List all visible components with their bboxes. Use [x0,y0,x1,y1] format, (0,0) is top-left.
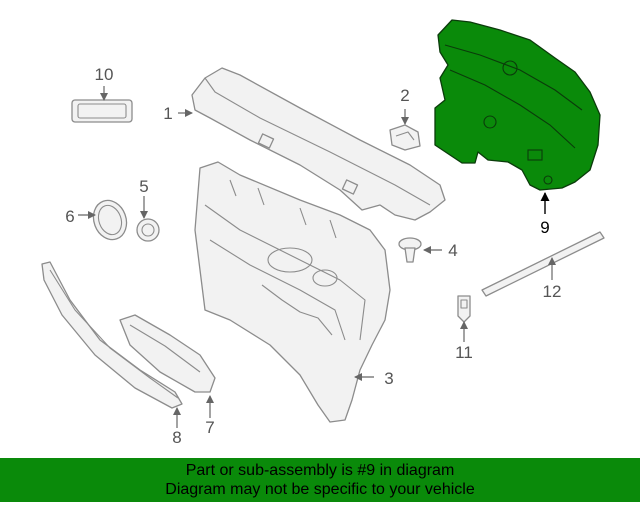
part-3-door-panel [194,161,391,423]
callout-1: 1 [163,104,172,123]
part-7-armrest-pad [119,314,216,393]
part-1-upper-trim [191,67,446,221]
part-2-clip [389,124,421,151]
info-banner: Part or sub-assembly is #9 in diagram Di… [0,458,640,502]
callout-7: 7 [205,418,214,437]
callout-3: 3 [384,369,393,388]
banner-line-1: Part or sub-assembly is #9 in diagram [185,462,455,479]
part-5-grommet [136,218,160,242]
callout-12: 12 [543,282,562,301]
part-10-bezel [71,99,133,123]
banner-line-2: Diagram may not be specific to your vehi… [165,481,475,498]
callout-10: 10 [95,65,114,84]
callout-2: 2 [400,86,409,105]
callout-8: 8 [172,428,181,447]
part-4-fastener [398,237,422,263]
callout-11: 11 [455,343,473,362]
part-11-clip [457,295,471,323]
callout-4: 4 [448,241,457,260]
callout-5: 5 [139,177,148,196]
part-9-insulation-highlighted [434,19,601,191]
part-12-rod [481,231,605,297]
part-6-speaker-ring [92,199,128,241]
parts-diagram: 1 2 3 4 5 6 7 8 9 10 11 12 [41,19,605,447]
callout-6: 6 [65,207,74,226]
callout-9: 9 [540,218,549,237]
part-8-trim-strip [41,261,183,409]
